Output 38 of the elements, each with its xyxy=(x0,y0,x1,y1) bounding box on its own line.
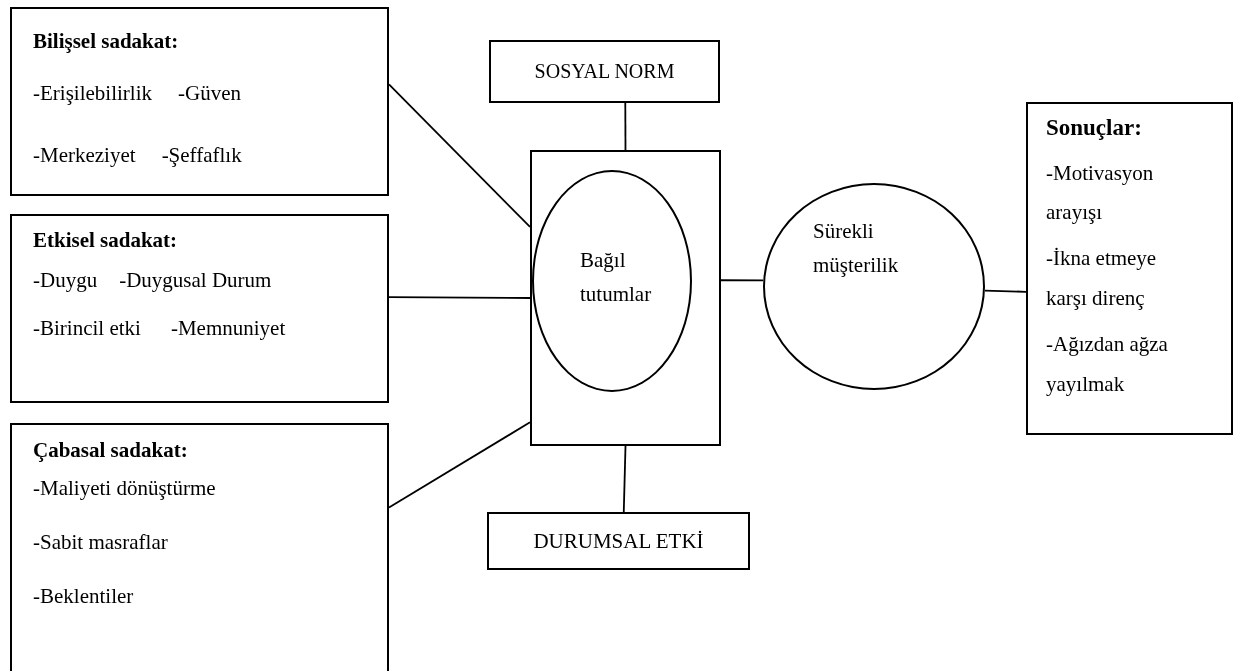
box-heading: Etkisel sadakat: xyxy=(33,228,179,254)
box-label: SOSYAL NORM xyxy=(534,60,675,83)
box-heading: Bilişsel sadakat: xyxy=(33,29,180,55)
list-item: -Maliyeti dönüştürme xyxy=(33,475,216,503)
ellipse-label: Bağıl tutumlar xyxy=(580,247,653,308)
list-item: -Motivasyon arayışı xyxy=(1046,159,1155,227)
list-item: -Güven xyxy=(178,80,241,108)
list-item: -Erişilebilirlik xyxy=(33,80,152,108)
frame-box xyxy=(530,150,721,446)
list-item: -Duygusal Durum xyxy=(119,267,272,295)
list-item: -Beklentiler xyxy=(33,582,134,610)
list-item: -Merkeziyet xyxy=(33,142,136,170)
ellipse xyxy=(763,183,985,390)
connector-line xyxy=(388,83,531,228)
text-box xyxy=(10,7,389,196)
list-item: -Duygu xyxy=(33,267,98,295)
text-box xyxy=(10,214,389,403)
connector-line xyxy=(622,445,627,513)
connector-line xyxy=(388,421,531,509)
list-item: -Sabit masraflar xyxy=(33,529,168,557)
box-heading: Çabasal sadakat: xyxy=(33,438,189,464)
label-box xyxy=(489,40,720,103)
connector-line xyxy=(984,289,1027,293)
list-item: -Ağızdan ağza yayılmak xyxy=(1046,331,1169,399)
text-box xyxy=(10,423,389,671)
ellipse xyxy=(532,170,692,392)
box-heading: Sonuçlar: xyxy=(1046,114,1143,142)
connector-line xyxy=(624,102,627,151)
text-box xyxy=(1026,102,1233,435)
list-item: -Memnuniyet xyxy=(170,315,286,343)
connector-line xyxy=(720,279,765,282)
box-label: DURUMSAL ETKİ xyxy=(533,528,704,554)
list-item: -İkna etmeye karşı direnç xyxy=(1046,245,1158,313)
connector-line xyxy=(388,296,531,299)
list-item: -Birincil etki xyxy=(33,315,141,343)
ellipse-label: Sürekli müşterilik xyxy=(813,218,900,279)
label-box xyxy=(487,512,750,570)
list-item: -Şeffaflık xyxy=(161,142,242,170)
